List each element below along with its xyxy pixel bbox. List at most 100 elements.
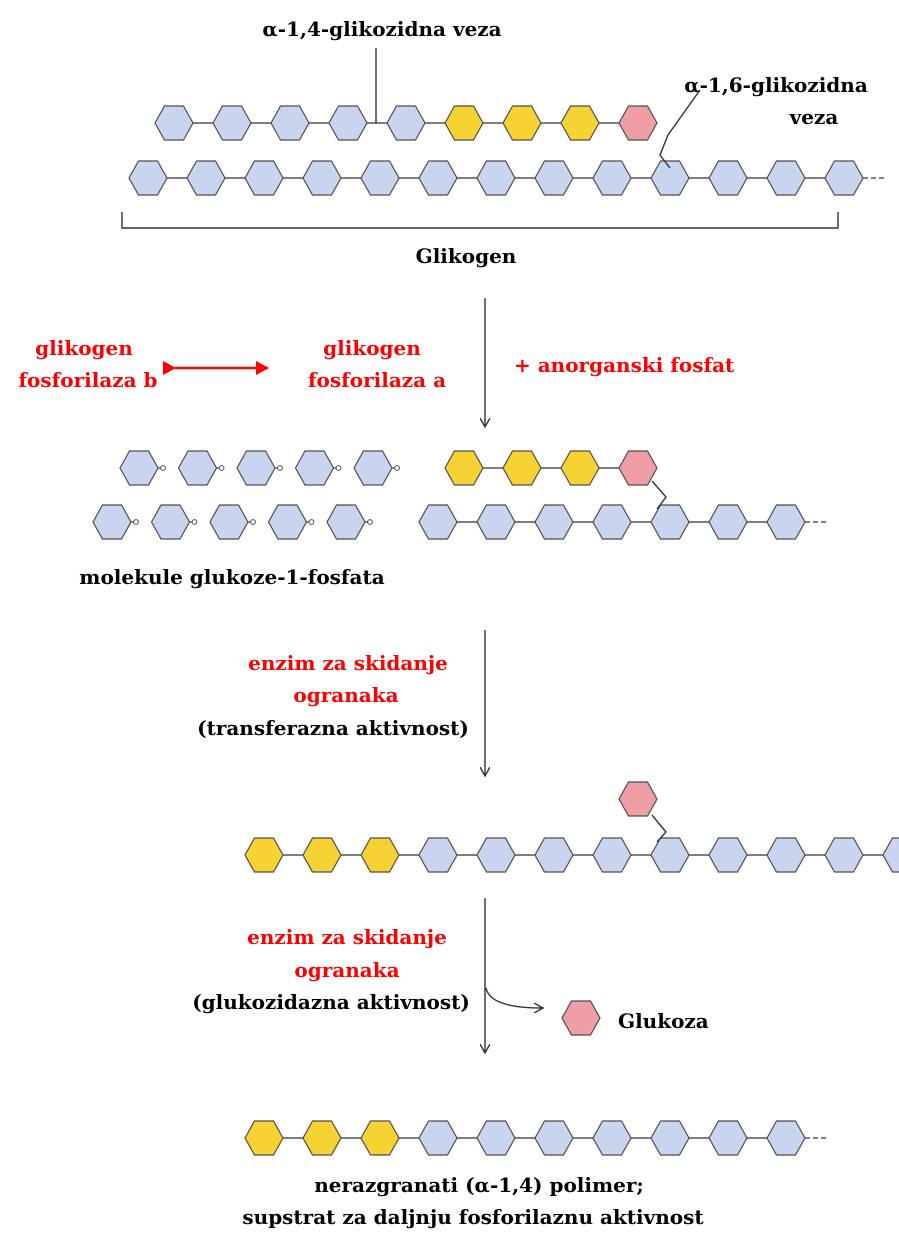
phosphorylase-a-label-line2: fosforilaza a (308, 368, 446, 392)
stage2-main-glucose (418, 504, 458, 540)
g1p-row1-phosphate-group (218, 465, 225, 471)
stage3-main-glucose (476, 837, 516, 873)
glycogen-main-glucose (766, 160, 806, 196)
stage3-branch-glucose (618, 781, 658, 817)
stage2-branch-glucose (444, 450, 484, 486)
stage3-main-glucose (302, 837, 342, 873)
g1p-row1-phosphate-group (394, 465, 400, 471)
glycogen-bracket (121, 212, 839, 229)
g1p-row2-phosphate-group (367, 519, 373, 525)
glycogen-main-glucose (128, 160, 168, 196)
alpha16-label-line1: α-1,6-glikozidna (684, 73, 868, 97)
glycogen-branch-glucose (560, 105, 600, 141)
final-main-glucose (534, 1120, 574, 1156)
final-main-glucose (244, 1120, 284, 1156)
stage3-main-glucose (244, 837, 284, 873)
branch-link-stage3 (651, 814, 667, 843)
final-main-glucose (418, 1120, 458, 1156)
final-main-glucose (592, 1120, 632, 1156)
glycogen-main-glucose (534, 160, 574, 196)
g1p-row2-phosphate-group (191, 519, 198, 525)
glycogen-branch-glucose (618, 105, 658, 141)
stage3-main-glucose (708, 837, 748, 873)
glycogen-branch-glucose (154, 105, 194, 141)
g1p-row1-phosphate-group (277, 465, 283, 471)
glycogen-main-glucose (244, 160, 284, 196)
final-main-glucose (302, 1120, 342, 1156)
glycogen-branch-glucose (212, 105, 252, 141)
final-main-glucose (766, 1120, 806, 1156)
glycogen-main-glucose (824, 160, 864, 196)
glycogen-branch-glucose (328, 105, 368, 141)
glycogen-main-glucose (708, 160, 748, 196)
stage2-main-glucose (534, 504, 574, 540)
g1p-row2-phosphate-group (133, 519, 139, 525)
g1p-row1-glucose-1-phosphate (236, 450, 276, 486)
stage2-branch-glucose (560, 450, 600, 486)
enzyme2-label-line2: ogranaka (294, 958, 399, 982)
g1p-row1-glucose-1-phosphate (294, 450, 335, 486)
stage2-branch-glucose (618, 450, 658, 486)
stage3-main-glucose (592, 837, 632, 873)
stage2-main-glucose (476, 504, 516, 540)
enzyme1-label-line1: enzim za skidanje (248, 651, 448, 675)
enzyme2-label-line3: (glukozidazna aktivnost) (192, 990, 470, 1014)
glucose-layer (92, 105, 899, 1156)
glycogen-main-glucose (650, 160, 690, 196)
released-glucose (561, 1000, 601, 1036)
alpha16-leader-line (659, 89, 701, 169)
result-label-line1: nerazgranati (α-1,4) polimer; (314, 1173, 644, 1197)
stage2-main-glucose (708, 504, 748, 540)
final-main-glucose (360, 1120, 400, 1156)
g1p-row2-phosphate-group (250, 519, 256, 525)
stage2-branch-glucose (502, 450, 542, 486)
g1p-row2-glucose-1-phosphate (92, 504, 132, 540)
glycogen-label: Glikogen (416, 244, 517, 268)
stage3-main-glucose (824, 837, 864, 873)
stage2-main-glucose (766, 504, 806, 540)
phosphorylase-a-label-line1: glikogen (323, 336, 421, 360)
glycogen-main-glucose (476, 160, 516, 196)
glycogen-branch-glucose (386, 105, 426, 141)
enzyme1-label-line2: ogranaka (293, 683, 398, 707)
g1p-row1-glucose-1-phosphate (177, 450, 218, 486)
bond-layer (131, 122, 887, 1139)
g1p-row1-glucose-1-phosphate (353, 450, 393, 486)
stage3-main-glucose (534, 837, 574, 873)
glycogen-main-glucose (418, 160, 458, 196)
stage2-main-glucose (650, 504, 690, 540)
g1p-row1-phosphate-group (335, 465, 342, 471)
phosphorylase-b-label-line2: fosforilaza b (18, 368, 157, 392)
glycogen-main-glucose (360, 160, 400, 196)
branch-link-stage2 (651, 480, 667, 510)
glycogen-main-glucose (186, 160, 226, 196)
enzyme1-label-line3: (transferazna aktivnost) (197, 716, 469, 740)
glycogen-main-glucose (592, 160, 632, 196)
g1p-row2-glucose-1-phosphate (209, 504, 249, 540)
alpha16-label-line2: veza (789, 105, 839, 129)
stage2-main-glucose (592, 504, 632, 540)
g1p-row2-glucose-1-phosphate (150, 504, 191, 540)
glycogen-branch-glucose (270, 105, 310, 141)
final-main-glucose (650, 1120, 690, 1156)
stage3-main-glucose (766, 837, 806, 873)
g1p-row1-phosphate-group (160, 465, 166, 471)
glycogen-branch-glucose (444, 105, 484, 141)
g1p-row2-glucose-1-phosphate (326, 504, 366, 540)
result-label-line2: supstrat za daljnju fosforilaznu aktivno… (242, 1205, 704, 1229)
g1p-row1-glucose-1-phosphate (119, 450, 159, 486)
stage3-main-glucose (882, 837, 899, 873)
final-main-glucose (708, 1120, 748, 1156)
g1p-label: molekule glukoze-1-fosfata (79, 565, 384, 589)
g1p-row2-glucose-1-phosphate (267, 504, 308, 540)
stage3-main-glucose (650, 837, 690, 873)
alpha14-label: α-1,4-glikozidna veza (262, 17, 501, 41)
release-arrow (485, 987, 542, 1008)
glucose-label: Glukoza (618, 1009, 709, 1033)
g1p-row2-phosphate-group (308, 519, 315, 525)
glycogen-branch-glucose (502, 105, 542, 141)
glycogen-main-glucose (302, 160, 342, 196)
stage3-main-glucose (360, 837, 400, 873)
stage3-main-glucose (418, 837, 458, 873)
